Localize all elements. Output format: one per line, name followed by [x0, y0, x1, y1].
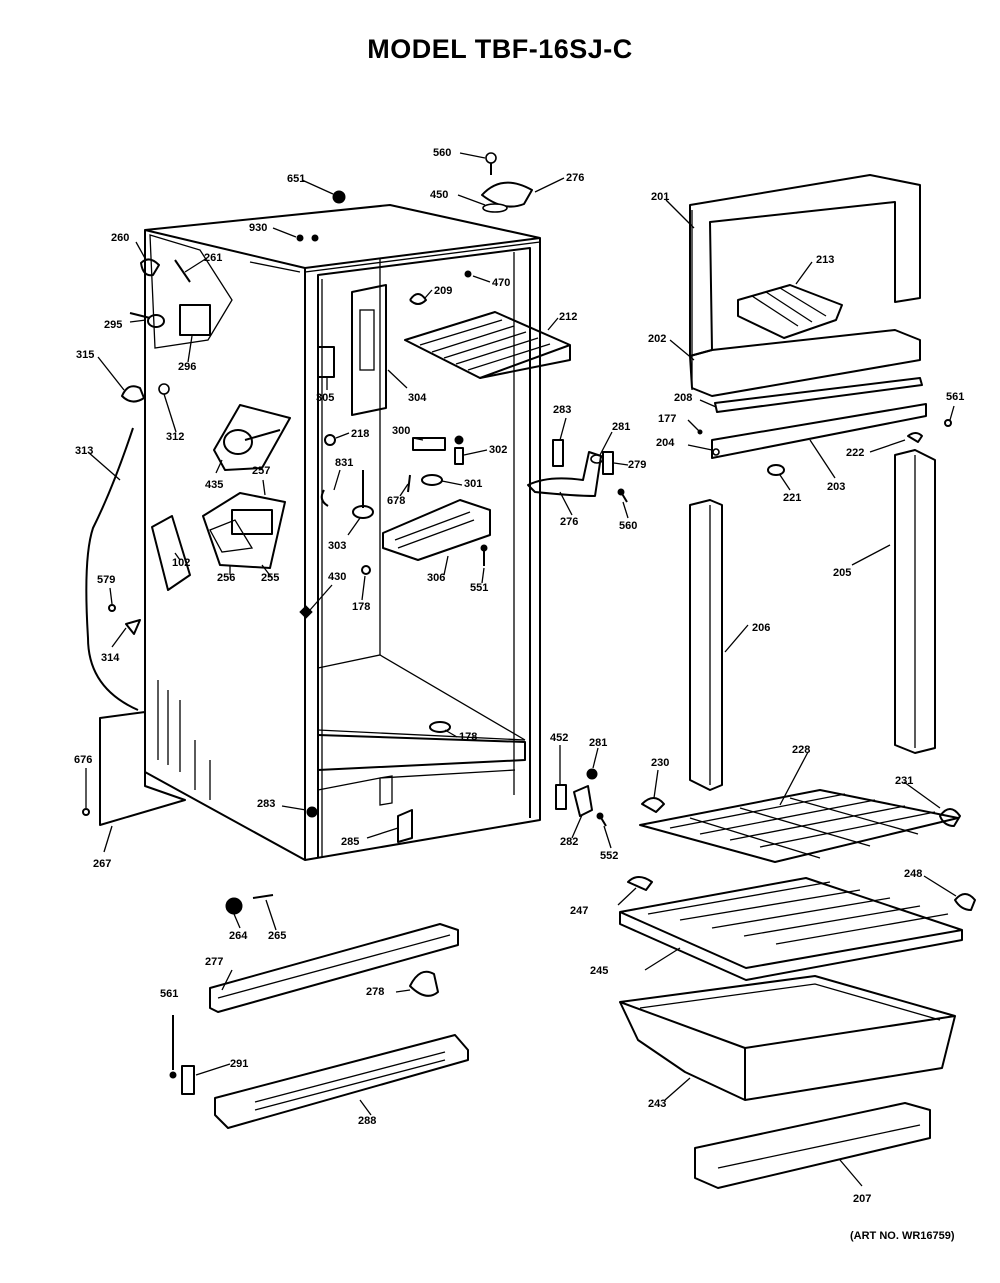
part-label-304: 304 [408, 392, 427, 404]
part-label-314: 314 [101, 652, 120, 664]
part-label-203: 203 [827, 481, 846, 493]
part-label-282: 282 [560, 836, 579, 848]
part-label-102: 102 [172, 557, 191, 569]
bottom-left-parts [169, 806, 469, 1129]
part-label-678: 678 [387, 495, 406, 507]
part-label-279: 279 [628, 459, 647, 471]
part-label-257: 257 [252, 465, 271, 477]
part-label-551: 551 [470, 582, 489, 594]
part-label-209: 209 [434, 285, 453, 297]
part-label-452: 452 [550, 732, 569, 744]
part-label-303: 303 [328, 540, 347, 552]
part-label-281-lower: 281 [589, 737, 608, 749]
part-label-204: 204 [656, 437, 675, 449]
part-label-296: 296 [178, 361, 197, 373]
part-label-212: 212 [559, 311, 578, 323]
part-label-255: 255 [261, 572, 280, 584]
part-label-278: 278 [366, 986, 385, 998]
part-label-302: 302 [489, 444, 508, 456]
part-label-312: 312 [166, 431, 185, 443]
part-label-276: 276 [566, 172, 585, 184]
diagram-title: MODEL TBF-16SJ-C [367, 34, 633, 64]
leader-lines [85, 152, 957, 1187]
part-label-306: 306 [427, 572, 446, 584]
part-label-450: 450 [430, 189, 449, 201]
part-label-676: 676 [74, 754, 93, 766]
part-label-202: 202 [648, 333, 667, 345]
door-parts [527, 174, 976, 1189]
part-label-243: 243 [648, 1098, 667, 1110]
liner-parts [151, 270, 571, 733]
part-label-206: 206 [752, 622, 771, 634]
part-label-247: 247 [570, 905, 589, 917]
part-label-261: 261 [204, 252, 223, 264]
part-label-560-hinge: 560 [619, 520, 638, 532]
part-label-281-upper: 281 [612, 421, 631, 433]
part-label-930: 930 [249, 222, 268, 234]
part-label-430: 430 [328, 571, 347, 583]
part-label-245: 245 [590, 965, 609, 977]
part-label-201: 201 [651, 191, 670, 203]
part-label-313: 313 [75, 445, 94, 457]
part-label-277: 277 [205, 956, 224, 968]
part-label-178-lower: 178 [459, 731, 478, 743]
part-label-264: 264 [229, 930, 248, 942]
part-label-260: 260 [111, 232, 130, 244]
left-hinge-parts [82, 234, 233, 826]
part-label-256: 256 [217, 572, 236, 584]
part-label-560: 560 [433, 147, 452, 159]
part-label-218: 218 [351, 428, 370, 440]
part-label-276-hinge: 276 [560, 516, 579, 528]
part-label-208: 208 [674, 392, 693, 404]
part-label-228: 228 [792, 744, 811, 756]
refrigerator-cabinet [144, 204, 541, 861]
part-label-283-lower: 283 [257, 798, 276, 810]
part-label-230: 230 [651, 757, 670, 769]
part-label-291: 291 [230, 1058, 249, 1070]
part-label-265: 265 [268, 930, 287, 942]
part-label-305: 305 [316, 392, 335, 404]
part-label-295: 295 [104, 319, 123, 331]
part-label-470: 470 [492, 277, 511, 289]
part-label-651: 651 [287, 173, 306, 185]
part-label-283-upper: 283 [553, 404, 572, 416]
part-label-222: 222 [846, 447, 865, 459]
part-label-213: 213 [816, 254, 835, 266]
part-label-300: 300 [392, 425, 411, 437]
part-label-207: 207 [853, 1193, 872, 1205]
part-label-178-upper: 178 [352, 601, 371, 613]
part-label-315: 315 [76, 349, 95, 361]
part-label-579: 579 [97, 574, 116, 586]
part-label-221: 221 [783, 492, 802, 504]
part-label-288: 288 [358, 1115, 377, 1127]
part-label-301: 301 [464, 478, 483, 490]
part-label-248: 248 [904, 868, 923, 880]
part-label-205: 205 [833, 567, 852, 579]
part-label-285: 285 [341, 836, 360, 848]
part-label-552: 552 [600, 850, 619, 862]
part-label-561-left: 561 [160, 988, 179, 1000]
part-label-267: 267 [93, 858, 112, 870]
part-label-561-right: 561 [946, 391, 965, 403]
top-parts [296, 152, 533, 242]
part-label-177: 177 [658, 413, 677, 425]
art-number: (ART NO. WR16759) [850, 1230, 955, 1242]
part-label-231: 231 [895, 775, 914, 787]
part-label-831: 831 [335, 457, 354, 469]
part-label-435: 435 [205, 479, 224, 491]
